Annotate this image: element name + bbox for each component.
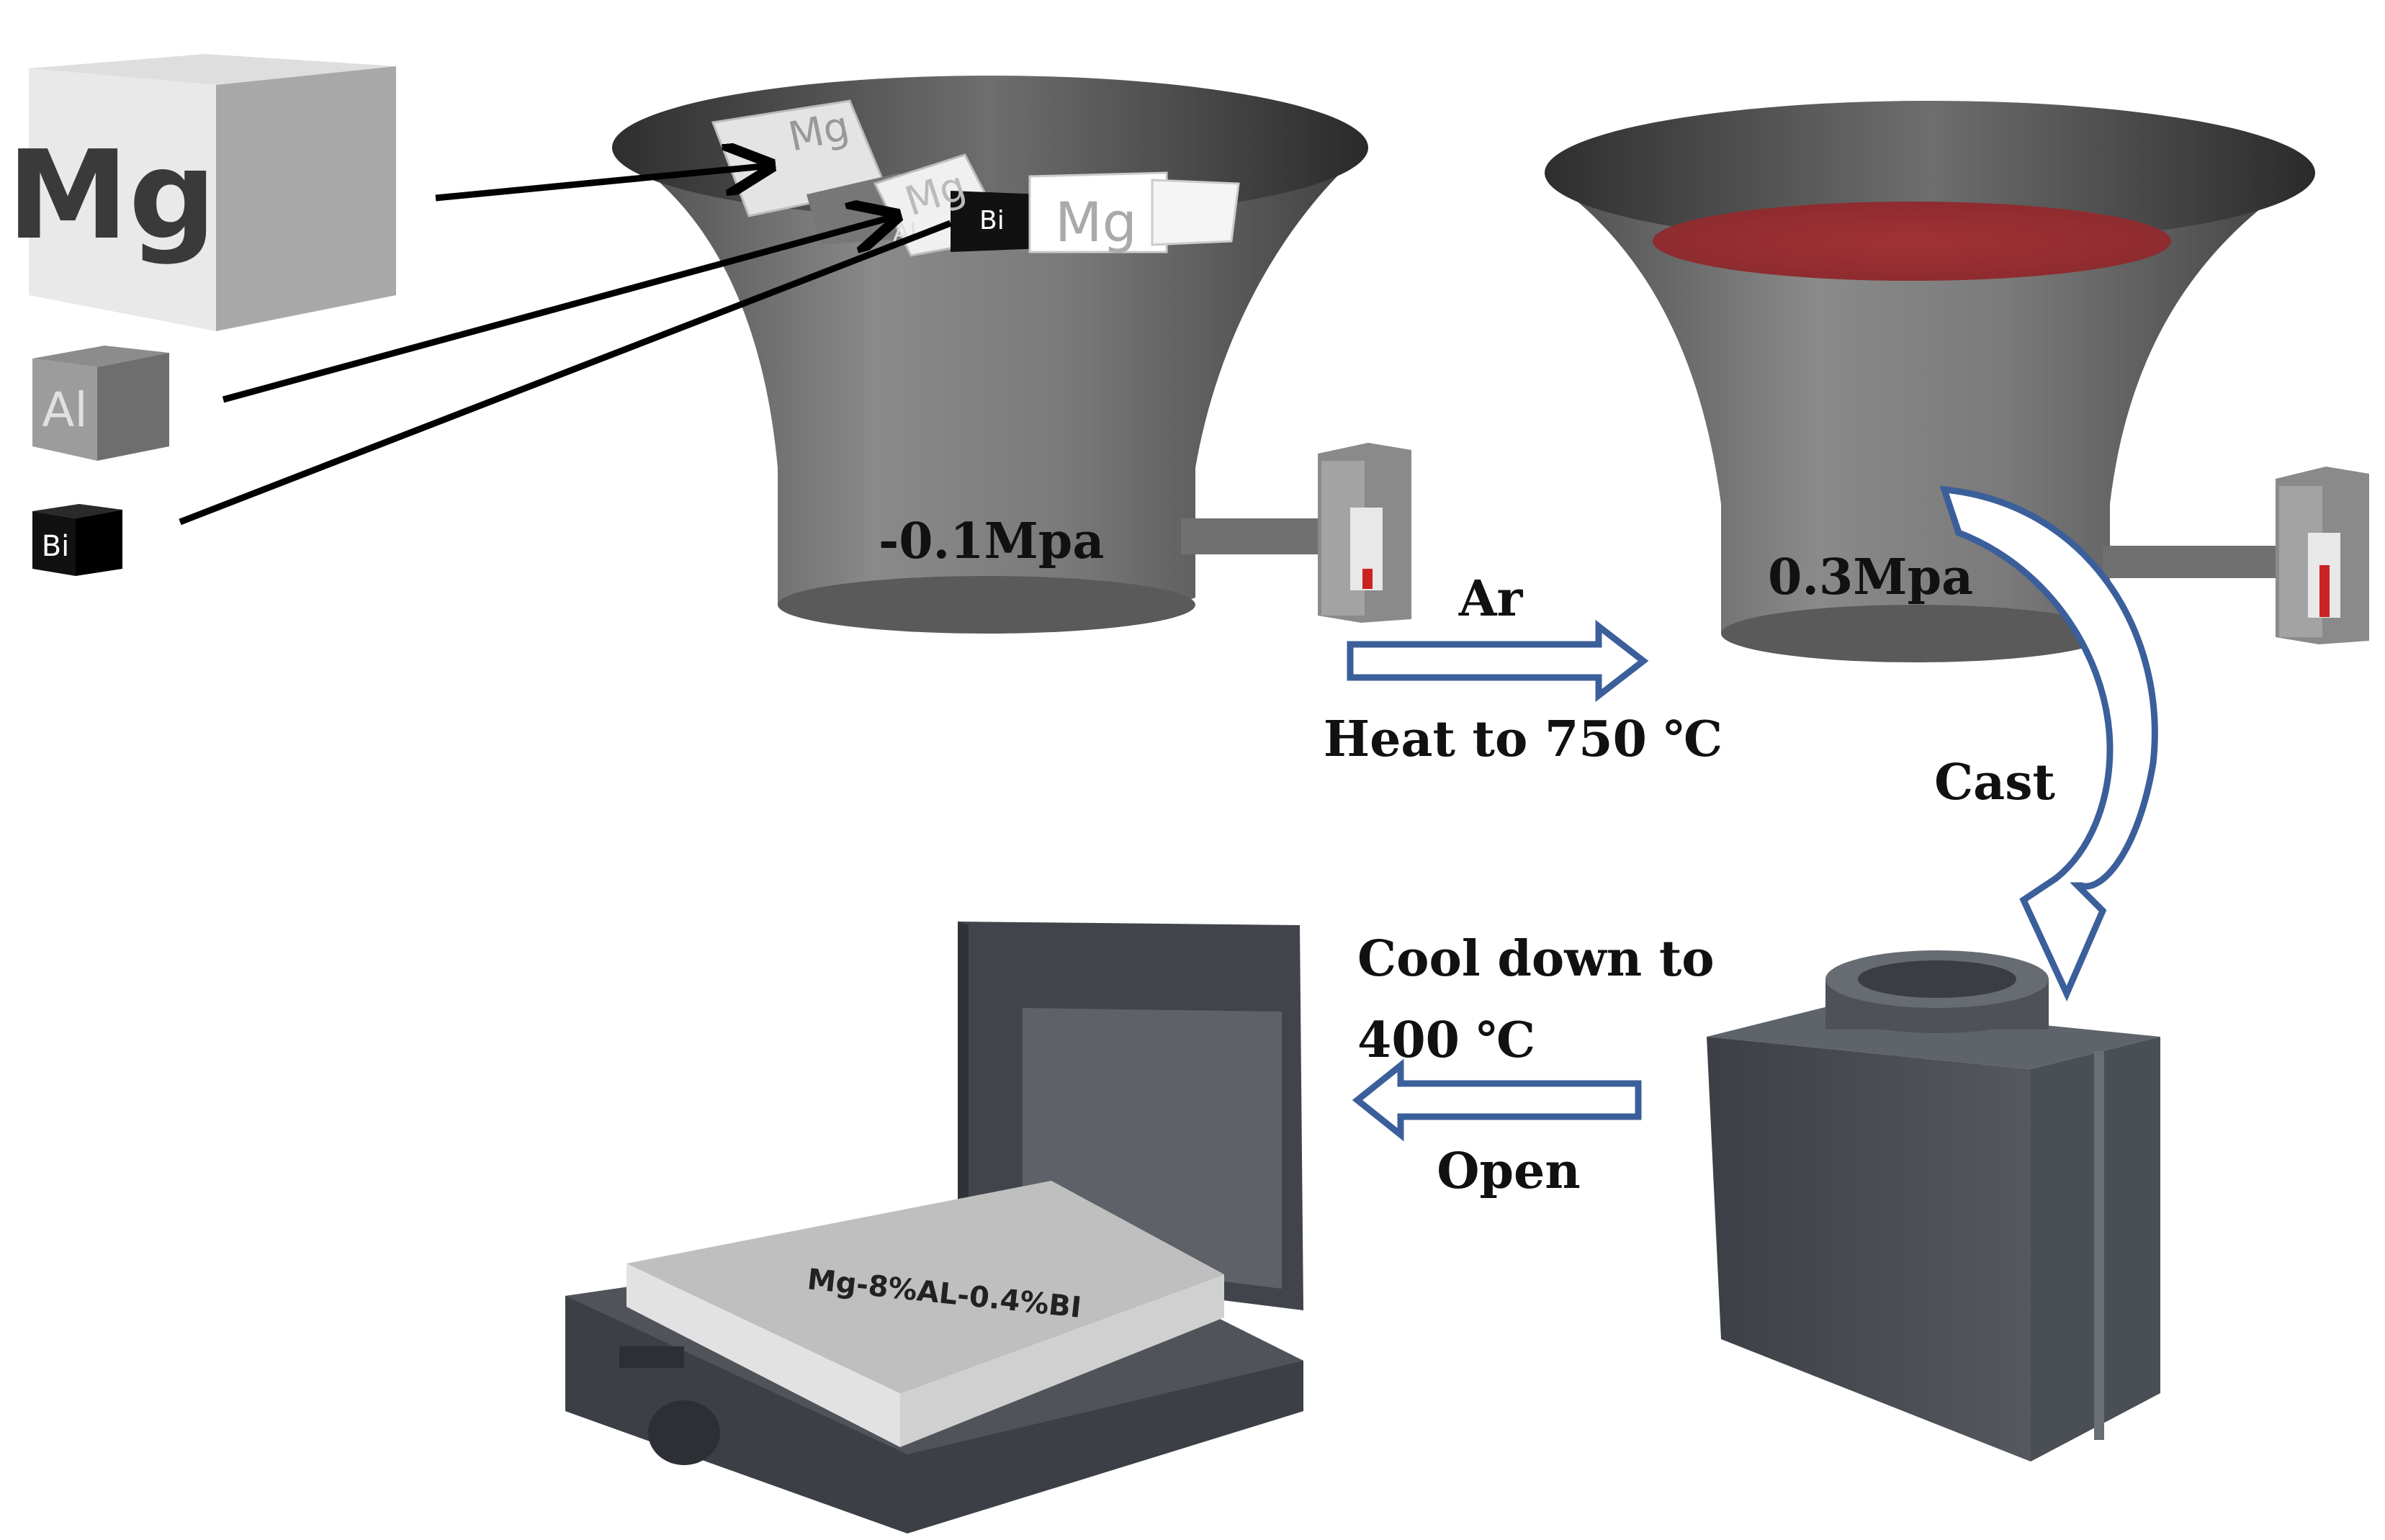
feed-arrow-bi (179, 220, 952, 526)
thermometer-2-icon (2103, 467, 2369, 644)
feed-arrow-mg (435, 166, 771, 202)
heat-label: Heat to 750 ℃ (1324, 711, 1722, 768)
gas-label: Ar (1458, 570, 1524, 628)
pressure-1-label: -0.1Mpa (879, 513, 1104, 570)
cast-arrow-icon (1939, 485, 2158, 1002)
feed-arrow-al (222, 216, 897, 403)
mg-cube-icon (29, 54, 396, 331)
chunk-label: Mg (1055, 190, 1137, 254)
al-cube-icon (32, 346, 169, 461)
open-arrow-icon (1352, 1058, 1642, 1142)
open-label: Open (1437, 1143, 1580, 1200)
metal-chunks (711, 99, 1240, 257)
cast-label: Cast (1934, 754, 2055, 811)
chunk-label: Bi (979, 206, 1005, 235)
cool-label-line1: Cool down to (1357, 930, 1715, 988)
mg-cube-label: Mg (7, 125, 217, 267)
bi-cube-icon (32, 504, 122, 576)
thermometer-1-icon (1181, 443, 1411, 623)
mold-box (1707, 950, 2160, 1462)
al-cube-label: Al (42, 382, 88, 438)
heat-arrow-icon (1347, 619, 1649, 703)
pressure-2-label: 0.3Mpa (1768, 549, 1973, 606)
ingot (626, 1181, 1224, 1447)
bi-cube-label: Bi (42, 530, 70, 563)
crucible-2 (1545, 101, 2315, 662)
cool-label-line2: 400 ℃ (1357, 1012, 1535, 1069)
molten-metal (1653, 202, 2171, 281)
